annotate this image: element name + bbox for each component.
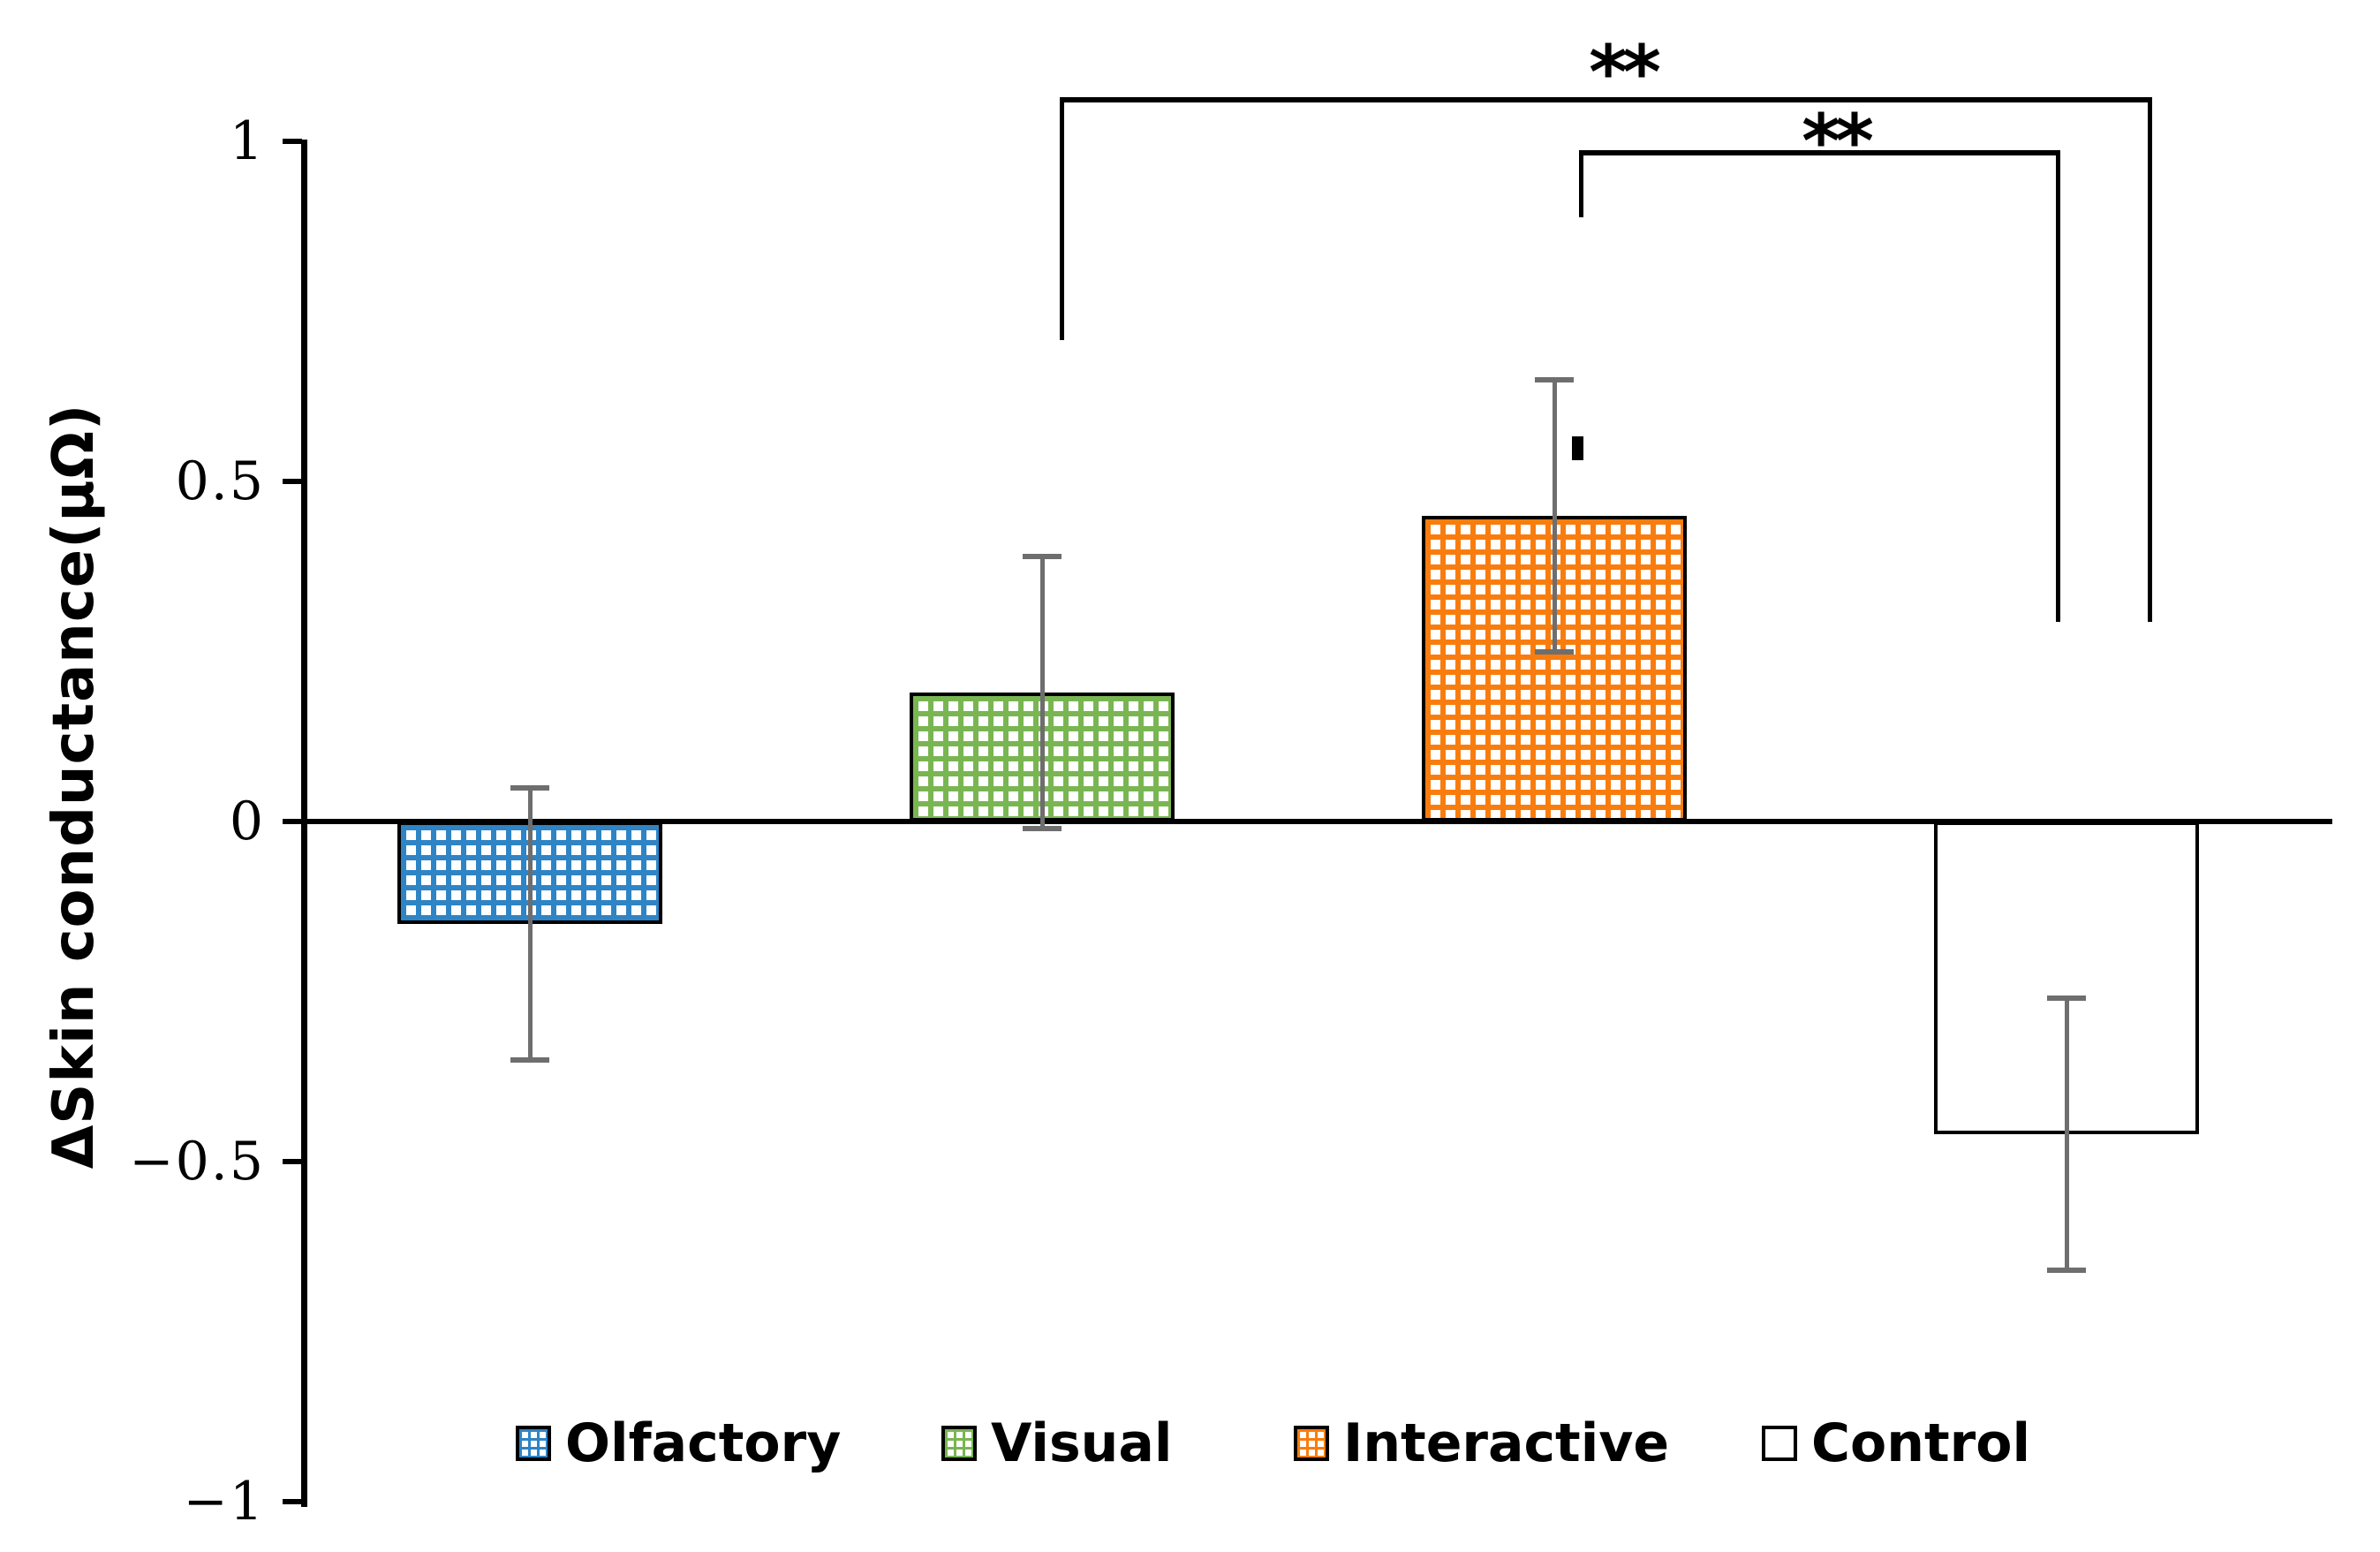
error-bar-control — [2065, 998, 2069, 1271]
significance-stars: ** — [1589, 29, 1661, 116]
y-tick-label: −0.5 — [129, 1131, 265, 1192]
significance-bracket-left-drop — [1579, 150, 1583, 217]
legend-label: Olfactory — [565, 1412, 842, 1474]
significance-bracket-right-drop — [2056, 150, 2060, 622]
significance-bracket-right-drop — [2148, 97, 2152, 622]
y-axis-title: ΔSkin conductance(μΩ) — [42, 403, 107, 1170]
legend-swatch-olfactory — [516, 1426, 551, 1461]
legend-item-interactive: Interactive — [1294, 1417, 1669, 1470]
y-tick-mark — [283, 1499, 302, 1504]
legend-item-visual: Visual — [941, 1417, 1172, 1470]
error-bar-cap-bottom — [1023, 825, 1062, 831]
error-bar-cap-top — [510, 784, 549, 791]
error-bar-cap-bottom — [2047, 1268, 2086, 1274]
error-bar-cap-top — [2047, 996, 2086, 1002]
legend-swatch-control — [1762, 1426, 1797, 1461]
error-bar-visual — [1040, 556, 1045, 829]
error-bar-cap-bottom — [1535, 648, 1574, 655]
y-tick-mark — [283, 479, 302, 484]
error-bar-interactive — [1553, 379, 1557, 652]
legend-label: Control — [1811, 1412, 2031, 1474]
legend-swatch-interactive — [1294, 1426, 1329, 1461]
error-bar-cap-top — [1023, 553, 1062, 559]
y-tick-label: 0 — [229, 791, 265, 852]
y-tick-mark — [283, 139, 302, 144]
legend-swatch-visual — [941, 1426, 977, 1461]
y-tick-label: −1 — [183, 1471, 265, 1533]
significance-bracket-bar — [1579, 150, 2060, 155]
stray-mark — [1572, 436, 1583, 460]
y-tick-label: 0.5 — [175, 450, 265, 512]
legend-item-olfactory: Olfactory — [516, 1417, 841, 1470]
y-tick-mark — [283, 1159, 302, 1164]
y-tick-label: 1 — [229, 110, 265, 172]
significance-stars: ** — [1802, 98, 1874, 185]
legend-label: Interactive — [1343, 1412, 1670, 1474]
y-tick-mark — [283, 819, 302, 824]
legend-item-control: Control — [1762, 1417, 2030, 1470]
error-bar-olfactory — [528, 787, 533, 1060]
significance-bracket-left-drop — [1060, 97, 1064, 340]
legend-label: Visual — [991, 1412, 1173, 1474]
zero-baseline — [301, 819, 2332, 824]
significance-bracket-bar — [1060, 97, 2152, 102]
error-bar-cap-top — [1535, 376, 1574, 382]
error-bar-cap-bottom — [510, 1056, 549, 1063]
